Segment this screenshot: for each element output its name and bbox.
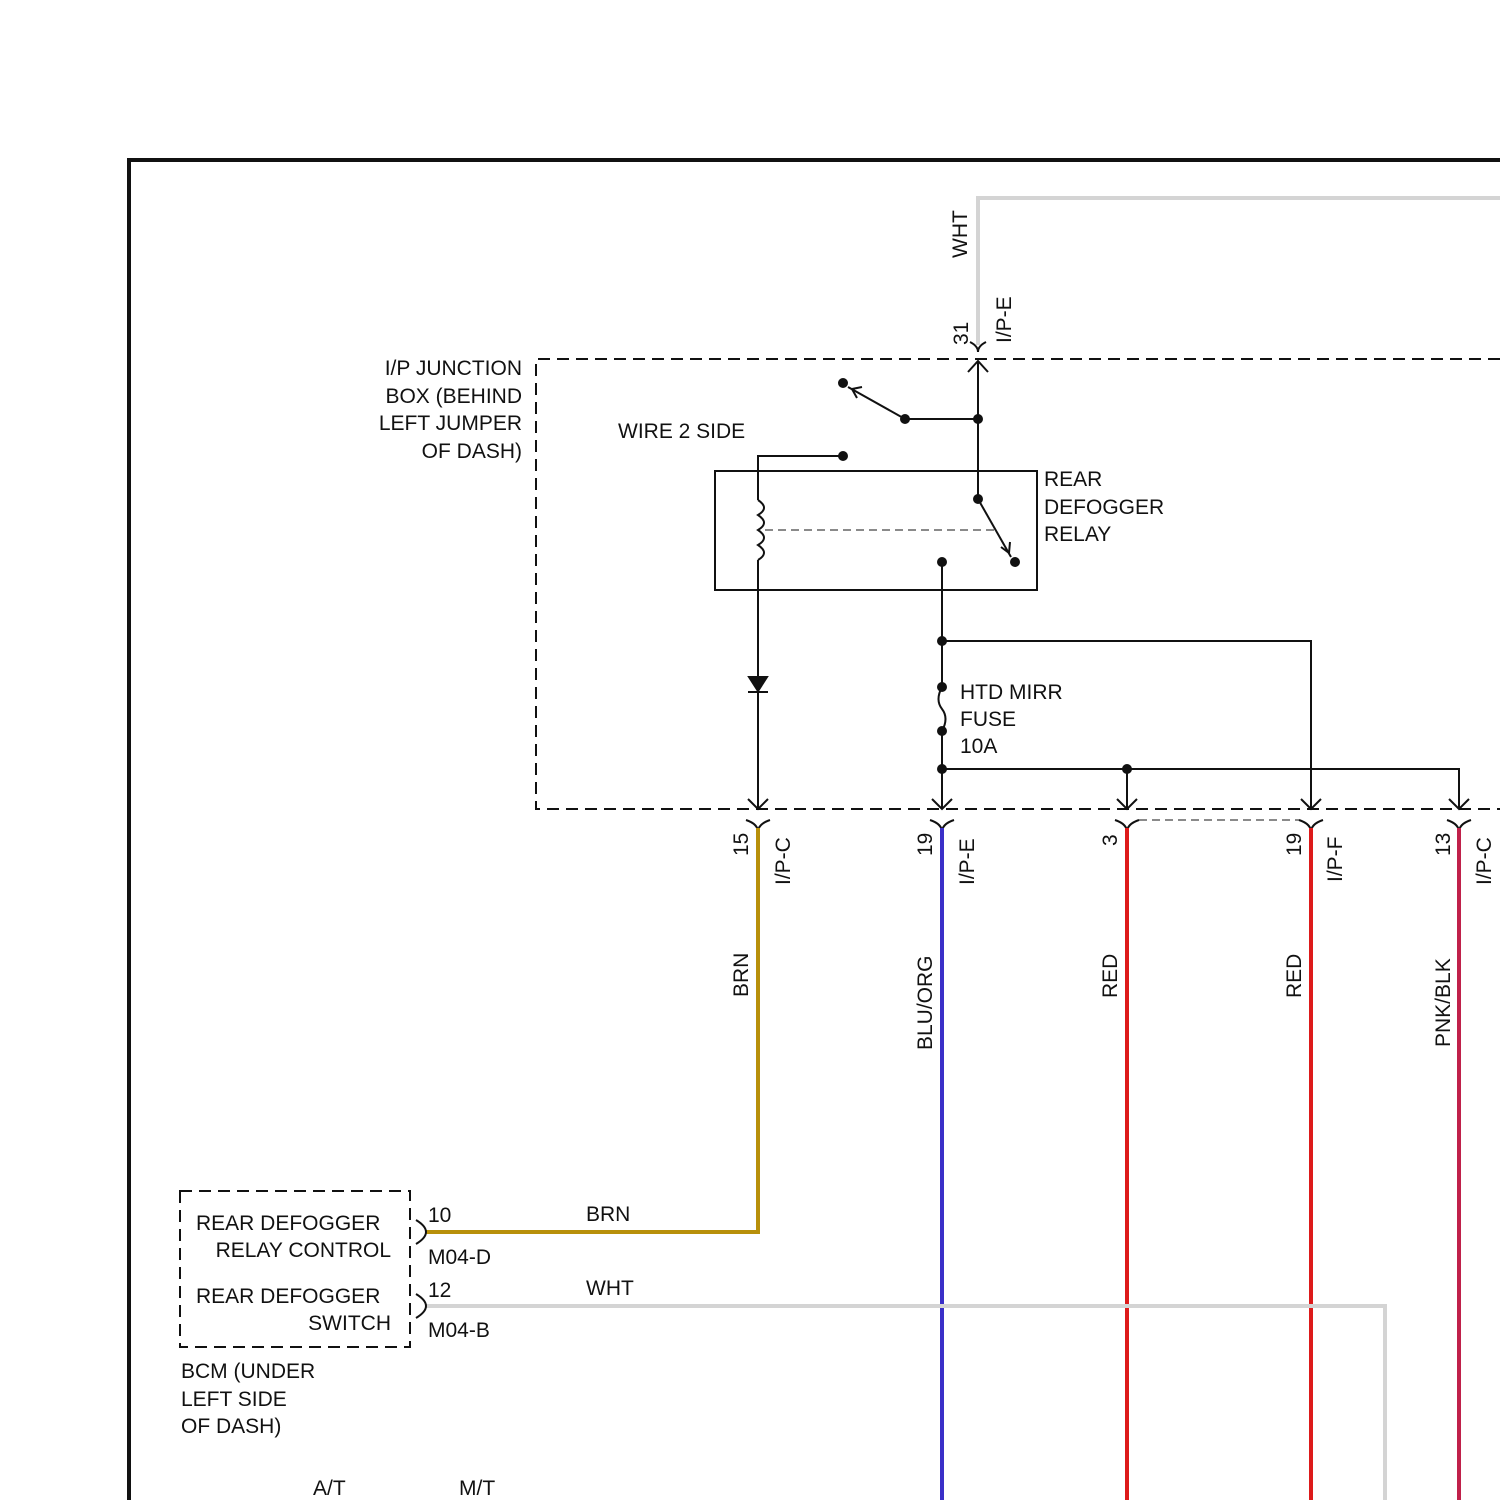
bcm-label-line-1: BCM (UNDER [181,1360,315,1383]
pin-label-3: 3 [1099,834,1122,846]
wire-side-label: WIRE 2 SIDE [618,420,745,443]
junction-box-label-line-3: LEFT JUMPER [379,412,522,435]
junction-box-label-line-4: OF DASH) [422,440,522,463]
relay-coil-icon [758,500,764,560]
bcm-label-line-3: OF DASH) [181,1415,281,1438]
wire-color-red-3: RED [1099,954,1122,998]
bcm-circuit-1-line-2: RELAY CONTROL [216,1239,391,1262]
junction-box-label-line-2: BOX (BEHIND [385,385,522,408]
bottom-connector-symbols [746,799,1471,832]
feed-junction-dot [973,414,983,424]
fuse-label-line-1: HTD MIRR [960,681,1063,704]
bcm-connector-symbol-12 [416,1294,426,1318]
fuse-output-dot [937,764,947,774]
fuse-label-line-3: 10A [960,735,997,758]
bcm-label-line-2: LEFT SIDE [181,1388,287,1411]
relay-switch-contact [1010,557,1020,567]
junction-box-label: I/P JUNCTION BOX (BEHIND LEFT JUMPER OF … [379,357,522,463]
connector-label-ip-c-15: I/P-C [772,837,795,885]
bcm-circuit-2-line-2: SWITCH [308,1312,391,1335]
wht-switch-wire [426,1306,1385,1500]
at-label: A/T [313,1477,346,1500]
connector-label-ip-e-19: I/P-E [956,838,979,885]
bcm-pin-10: 10 [428,1204,451,1227]
pin-label-19-f: 19 [1283,833,1306,856]
pin-label-19-e: 19 [914,833,937,856]
pin-label-13: 13 [1432,833,1455,856]
coil-feed-dot [838,451,848,461]
diode-icon [748,677,768,692]
red-branch-dot [1122,764,1132,774]
upper-switch-contact [838,378,848,388]
top-connector-pin: 31 [950,322,973,345]
fuse-label: HTD MIRR FUSE 10A [960,681,1063,758]
bcm-pin-12: 12 [428,1279,451,1302]
bcm-connector-m04-b: M04-B [428,1319,490,1342]
fuse-output-line [942,731,1459,808]
wire-color-brn-vertical: BRN [730,953,753,997]
bcm-circuit-2-line-1: REAR DEFOGGER [196,1285,380,1308]
pin-label-15: 15 [730,833,753,856]
wire-color-blu-org: BLU/ORG [914,955,937,1050]
fuse-label-line-2: FUSE [960,708,1016,731]
relay-label-line-1: REAR [1044,468,1102,491]
upper-switch-pivot [900,414,910,424]
mt-label: M/T [459,1477,495,1500]
htd-mirr-fuse-icon [939,687,946,731]
brn-wire [426,828,758,1232]
relay-label-line-2: DEFOGGER [1044,496,1164,519]
relay-label-line-3: RELAY [1044,523,1111,546]
relay-switch-arm [978,499,1011,557]
bcm-circuit-1-line-1: REAR DEFOGGER [196,1212,380,1235]
bcm-connector-symbol-10 [416,1220,426,1244]
relay-label: REAR DEFOGGER RELAY [1044,468,1164,546]
junction-box-label-line-1: I/P JUNCTION [385,357,522,380]
connector-label-ip-c-13: I/P-C [1473,837,1496,885]
relay-feed-line [905,361,978,499]
wire-color-red-19: RED [1283,954,1306,998]
brn-wire-label-horizontal: BRN [586,1203,630,1226]
top-connector-name: I/P-E [993,296,1016,343]
top-wire-color-label: WHT [949,210,972,258]
bcm-connector-m04-d: M04-D [428,1246,491,1269]
wire-color-pnk-blk: PNK/BLK [1432,958,1455,1047]
bcm-label: BCM (UNDER LEFT SIDE OF DASH) [181,1360,315,1438]
upper-switch-arm [848,387,905,419]
coil-feed-line [758,456,843,500]
wht-wire-label-horizontal: WHT [586,1277,634,1300]
connector-label-ip-f-19: I/P-F [1324,837,1347,883]
wht-feed-wire-top [978,198,1500,345]
